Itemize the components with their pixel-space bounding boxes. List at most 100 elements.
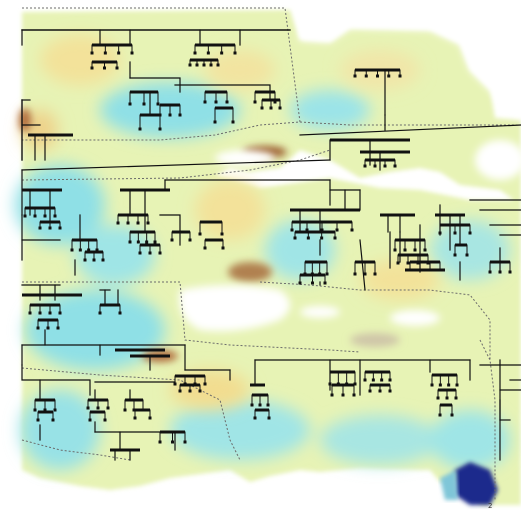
load-node bbox=[145, 240, 149, 244]
load-node bbox=[53, 214, 57, 218]
load-node bbox=[132, 408, 136, 412]
load-node bbox=[188, 238, 192, 242]
load-node bbox=[168, 113, 172, 117]
substation-bus bbox=[200, 220, 222, 224]
load-node bbox=[198, 389, 202, 393]
substation-bus bbox=[432, 373, 457, 377]
load-node bbox=[90, 51, 94, 55]
substation-bus bbox=[72, 238, 97, 242]
load-node bbox=[363, 164, 367, 168]
load-node bbox=[58, 311, 62, 315]
substation-bus bbox=[365, 370, 390, 374]
load-node bbox=[70, 248, 74, 252]
load-node bbox=[203, 246, 207, 250]
substation-bus-north-1 bbox=[92, 43, 132, 47]
load-node bbox=[214, 100, 218, 104]
load-node bbox=[170, 238, 174, 242]
load-node bbox=[388, 378, 392, 382]
load-node bbox=[371, 378, 375, 382]
load-node bbox=[430, 383, 434, 387]
load-node bbox=[158, 127, 162, 131]
substation-bus bbox=[25, 206, 55, 210]
load-node bbox=[101, 258, 105, 262]
load-node bbox=[118, 311, 122, 315]
load-node bbox=[465, 253, 469, 257]
load-node bbox=[423, 248, 427, 252]
load-node bbox=[90, 66, 94, 70]
load-node bbox=[133, 416, 137, 420]
substation-bus bbox=[172, 230, 190, 234]
load-node bbox=[450, 413, 454, 417]
region-border-north bbox=[22, 7, 301, 141]
load-node bbox=[388, 389, 392, 393]
load-node bbox=[233, 51, 237, 55]
load-node bbox=[95, 248, 99, 252]
load-node bbox=[126, 221, 130, 225]
load-node bbox=[33, 408, 37, 412]
transmission-line bbox=[159, 214, 181, 246]
load-node bbox=[188, 63, 192, 67]
transmission-line bbox=[21, 159, 331, 171]
load-node bbox=[51, 418, 55, 422]
substation-bus bbox=[90, 410, 105, 414]
region-border-central bbox=[21, 149, 331, 181]
substation-bus bbox=[195, 43, 235, 47]
load-node bbox=[209, 63, 213, 67]
substation-bus bbox=[410, 260, 440, 264]
substation-bus bbox=[305, 260, 327, 264]
substation-bus-right-2 bbox=[380, 213, 415, 217]
load-node bbox=[298, 281, 302, 285]
load-node bbox=[455, 383, 459, 387]
load-node bbox=[220, 51, 224, 55]
sea-gaps bbox=[179, 10, 521, 332]
substation-bus bbox=[215, 106, 233, 110]
substation-bus bbox=[140, 113, 160, 117]
load-node bbox=[231, 120, 235, 124]
load-node bbox=[353, 382, 357, 386]
load-node bbox=[320, 236, 324, 240]
load-node bbox=[454, 396, 458, 400]
load-node bbox=[88, 418, 92, 422]
load-node bbox=[216, 63, 220, 67]
load-node bbox=[438, 231, 442, 235]
substation-bus bbox=[30, 303, 60, 307]
substation-bus bbox=[330, 370, 355, 374]
load-node bbox=[306, 236, 310, 240]
load-node bbox=[341, 393, 345, 397]
load-node bbox=[115, 66, 119, 70]
load-node bbox=[188, 389, 192, 393]
load-node bbox=[86, 406, 90, 410]
load-node bbox=[488, 270, 492, 274]
substation-bus bbox=[100, 303, 120, 307]
load-node bbox=[253, 100, 257, 104]
load-node bbox=[290, 228, 294, 232]
load-node bbox=[328, 382, 332, 386]
substation-bus bbox=[398, 253, 428, 257]
load-node bbox=[403, 248, 407, 252]
load-node bbox=[58, 226, 62, 230]
load-node bbox=[258, 403, 262, 407]
load-node bbox=[393, 164, 397, 168]
substation-bus bbox=[295, 230, 335, 234]
load-node bbox=[363, 272, 367, 276]
load-node bbox=[96, 406, 100, 410]
load-node bbox=[330, 393, 334, 397]
substation-bus-right bbox=[290, 208, 360, 212]
load-node bbox=[413, 248, 417, 252]
load-node bbox=[173, 382, 177, 386]
deep-zone bbox=[455, 462, 498, 505]
load-node bbox=[267, 416, 271, 420]
load-node bbox=[311, 281, 314, 285]
load-node bbox=[325, 272, 329, 276]
load-node bbox=[380, 378, 384, 382]
corner-marker-label: 2 bbox=[488, 502, 492, 510]
load-node bbox=[48, 311, 52, 315]
substation-bus-west bbox=[28, 133, 73, 137]
load-node bbox=[128, 102, 132, 106]
load-node bbox=[43, 214, 47, 218]
load-node bbox=[373, 164, 377, 168]
cool-zones bbox=[15, 82, 510, 470]
transmission-line bbox=[359, 239, 366, 291]
load-node bbox=[378, 389, 382, 393]
